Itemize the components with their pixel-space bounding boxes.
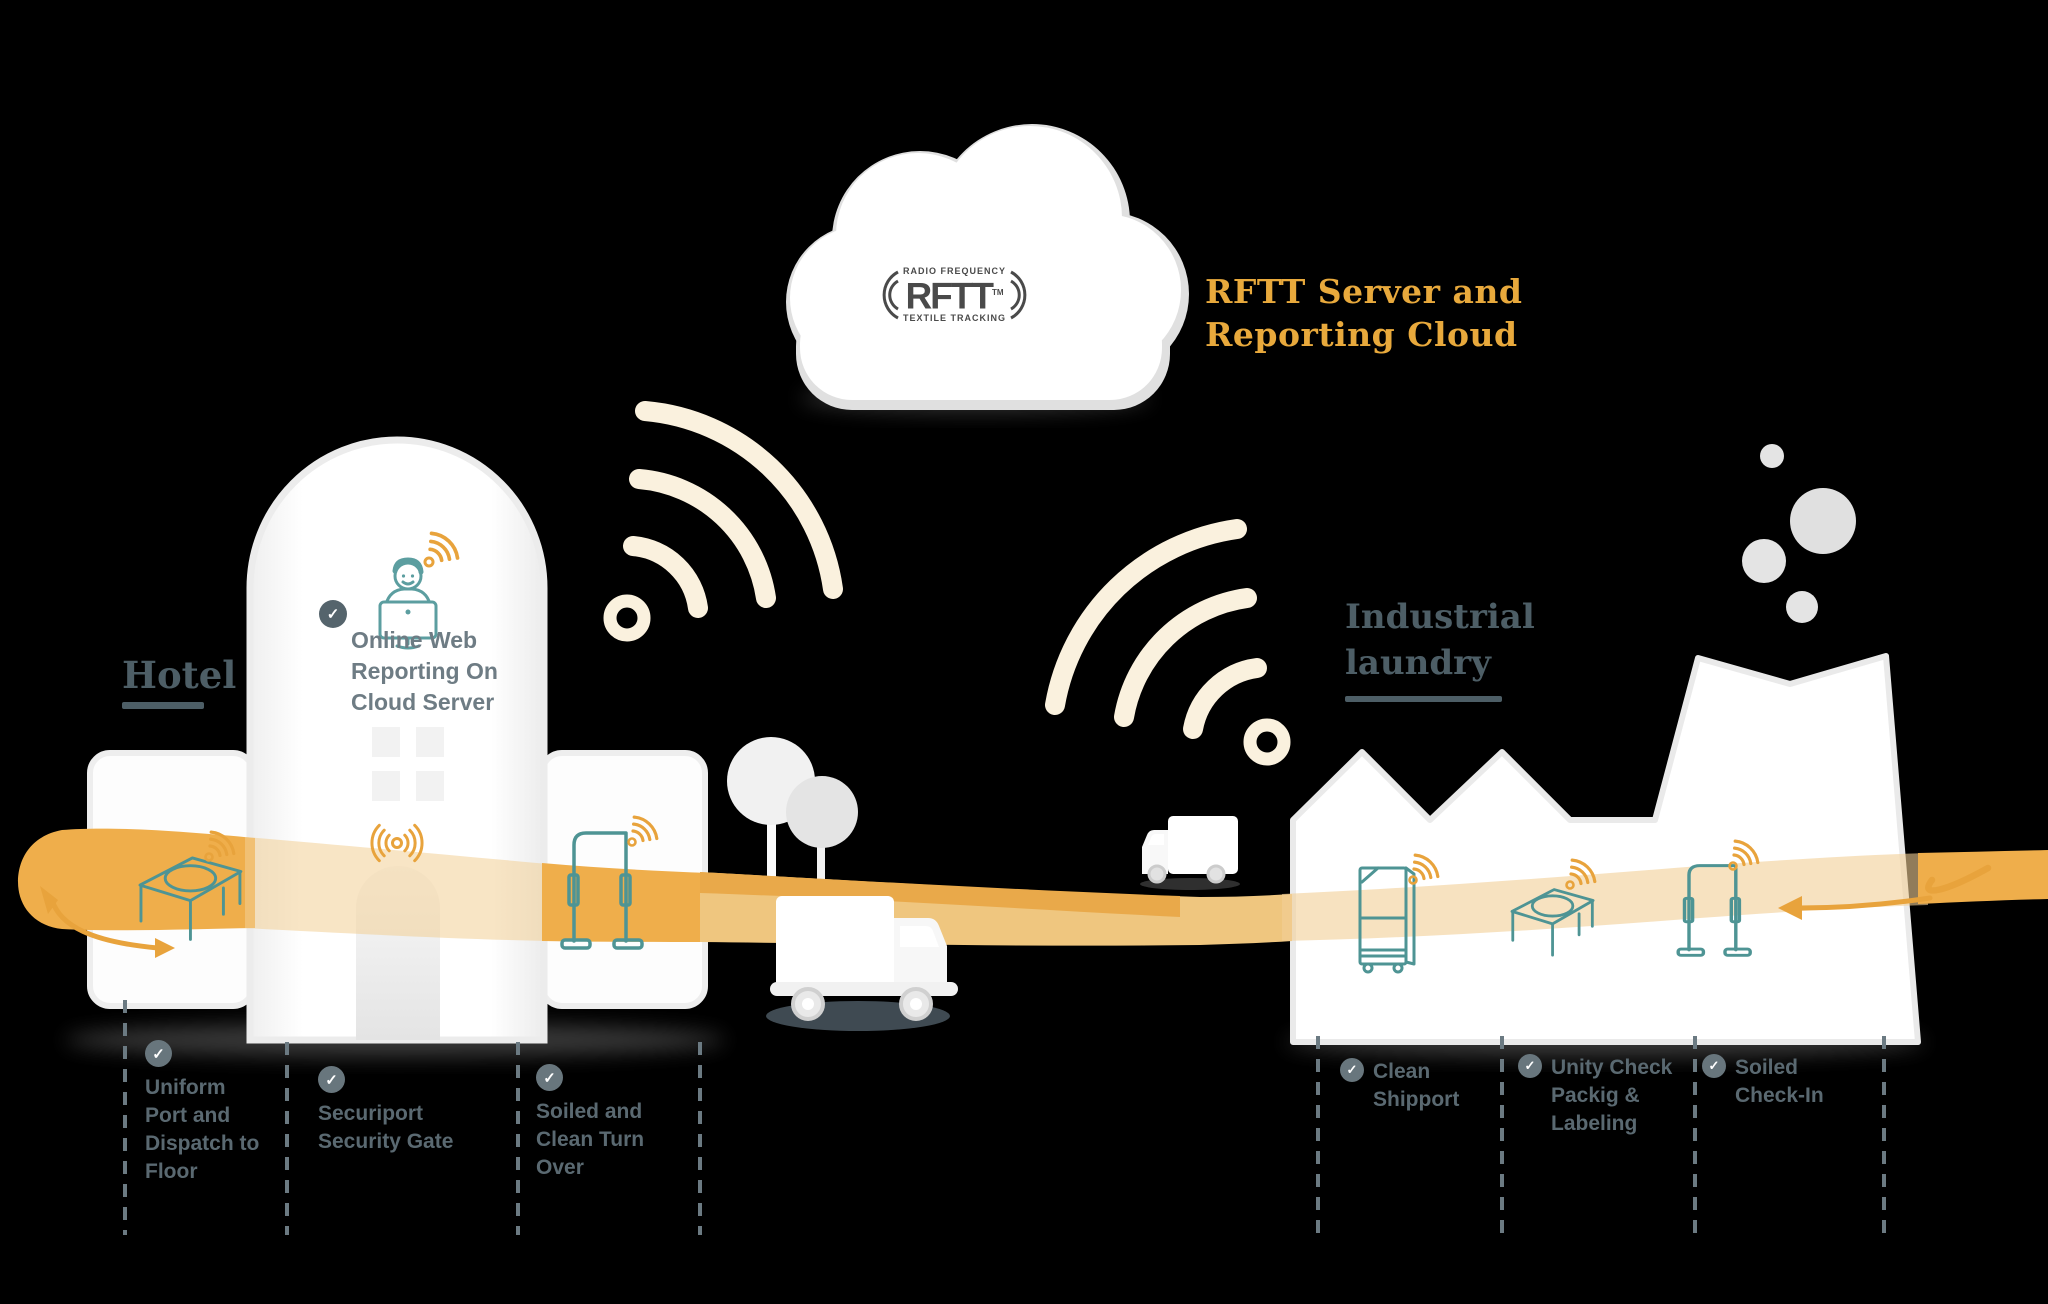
cloud-caption: RFTT Server and Reporting Cloud	[1205, 270, 1523, 356]
cloud-caption-line1: RFTT Server and	[1205, 272, 1523, 311]
tower-note-line3: Cloud Server	[351, 689, 495, 715]
logo-radio-frequency: RADIO FREQUENCY	[903, 266, 1007, 276]
uniform-table-icon	[138, 856, 243, 941]
step-separators	[123, 1000, 1886, 1235]
step-label: Clean Shipport	[1373, 1060, 1460, 1111]
logo-waves-right-icon	[1010, 270, 1027, 319]
flow-arrow-left	[40, 886, 175, 958]
laundry-checkin-gate-icon	[1676, 864, 1752, 957]
laundry-step-clean-shipport: ✓ Clean Shipport	[1340, 1058, 1459, 1114]
factory-building	[1290, 444, 1921, 1045]
laundry-heading: Industrial laundry	[1345, 594, 1535, 686]
cloud-caption-line2: Reporting Cloud	[1205, 315, 1518, 354]
tower-note-line1: Online Web	[351, 627, 478, 653]
check-icon: ✓	[1702, 1054, 1726, 1078]
laundry-heading-underline	[1345, 696, 1502, 702]
check-icon: ✓	[536, 1064, 563, 1091]
hotel-buildings	[87, 436, 708, 1044]
tower-windows	[372, 727, 444, 801]
check-icon: ✓	[1340, 1058, 1364, 1082]
laundry-step-soiled-checkin: ✓ Soiled Check-In	[1702, 1054, 1824, 1110]
step-label: Securiport Security Gate	[318, 1102, 454, 1153]
logo-waves-left-icon	[882, 270, 899, 319]
rftt-logo: RADIO FREQUENCY RFTTTM TEXTILE TRACKING	[878, 266, 1031, 323]
flow-arrow-right	[1778, 864, 1992, 920]
hotel-wifi-beam-icon	[603, 401, 843, 642]
small-van	[1140, 816, 1240, 890]
hotel-heading: Hotel	[122, 653, 237, 697]
laundry-wifi-beam-icon	[1045, 519, 1291, 766]
tower-check-icon: ✓	[319, 600, 347, 628]
hotel-step-securiport-gate: ✓ Securiport Security Gate	[318, 1066, 453, 1156]
tower-note-line2: Reporting On	[351, 658, 498, 684]
step-label: Unity Check Packig & Labeling	[1551, 1056, 1673, 1135]
hotel-step-soiled-clean-turnover: ✓ Soiled and Clean Turn Over	[536, 1064, 644, 1182]
laundry-heading-line2: laundry	[1345, 643, 1491, 683]
chimney-smoke-bubbles	[1742, 444, 1856, 623]
trees	[727, 737, 858, 880]
check-icon: ✓	[1518, 1054, 1542, 1078]
laundry-cage-trolley-icon	[1358, 866, 1416, 974]
hotel-step-uniform-dispatch: ✓ Uniform Port and Dispatch to Floor	[145, 1040, 259, 1186]
laundry-step-unity-check-packing: ✓ Unity Check Packig & Labeling	[1518, 1054, 1672, 1138]
hotel-heading-underline	[122, 702, 204, 709]
logo-rftt-wordmark: RFTTTM	[905, 275, 1004, 317]
logo-textile-tracking: TEXTILE TRACKING	[903, 313, 1006, 324]
check-icon: ✓	[318, 1066, 345, 1093]
tower-note: Online Web Reporting On Cloud Server	[351, 625, 498, 718]
tracking-ribbon	[18, 828, 2048, 946]
laundry-heading-line1: Industrial	[1345, 597, 1535, 637]
laundry-table-icon	[1510, 888, 1595, 957]
step-label: Soiled Check-In	[1735, 1056, 1824, 1107]
delivery-truck	[766, 896, 958, 1031]
cloud-shape	[786, 124, 1189, 410]
step-label: Soiled and Clean Turn Over	[536, 1100, 645, 1179]
door-antenna-icon	[370, 823, 424, 863]
step-label: Uniform Port and Dispatch to Floor	[145, 1076, 260, 1183]
hotel-security-gate-icon	[560, 831, 644, 950]
check-icon: ✓	[145, 1040, 172, 1067]
person-laptop-icon	[378, 557, 438, 650]
